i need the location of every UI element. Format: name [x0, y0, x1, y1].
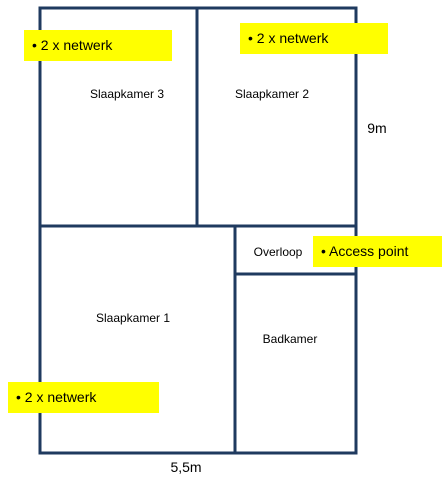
dimension-width: 5,5m: [170, 459, 202, 475]
room-label-slaapkamer-2: Slaapkamer 2: [234, 87, 310, 101]
callout-slaapkamer-3-netwerk: • 2 x netwerk: [24, 30, 172, 61]
callout-slaapkamer-1-netwerk: • 2 x netwerk: [8, 382, 159, 413]
room-label-slaapkamer-1: Slaapkamer 1: [95, 311, 171, 325]
room-label-slaapkamer-3: Slaapkamer 3: [89, 87, 165, 101]
dimension-height: 9m: [367, 120, 387, 136]
room-label-overloop: Overloop: [253, 245, 303, 259]
room-label-badkamer: Badkamer: [262, 332, 318, 346]
callout-overloop-access-point: • Access point: [313, 236, 442, 267]
callout-slaapkamer-2-netwerk: • 2 x netwerk: [240, 23, 388, 54]
